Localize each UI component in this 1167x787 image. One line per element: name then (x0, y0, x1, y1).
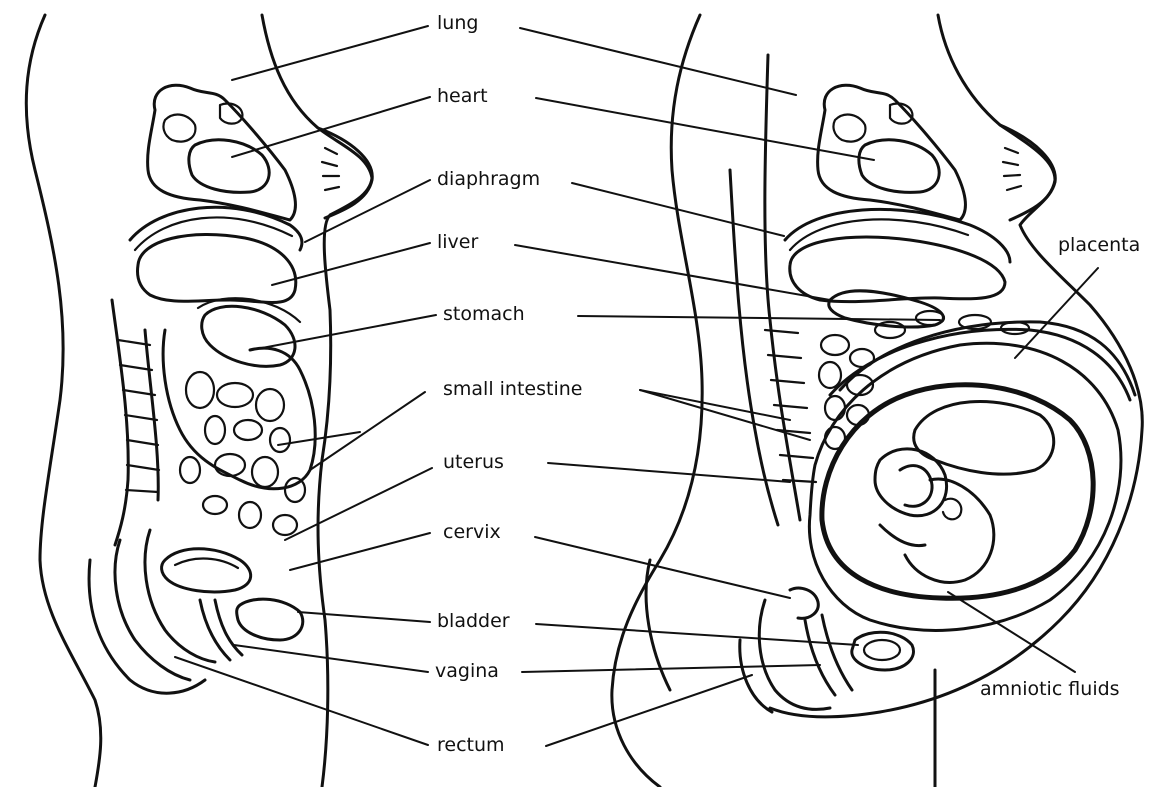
fetus (875, 401, 1054, 582)
amniotic-sac (822, 385, 1093, 598)
left-stomach (202, 306, 295, 366)
label-rectum: rectum (437, 736, 505, 755)
label-vagina: vagina (435, 662, 499, 681)
left-spine (112, 300, 159, 545)
right-front-outline (770, 15, 1142, 717)
label-heart: heart (437, 87, 488, 106)
right-breast (1000, 125, 1055, 220)
label-stomach: stomach (443, 305, 525, 324)
left-liver (138, 234, 296, 302)
right-cervix (790, 588, 818, 618)
label-placenta: placenta (1058, 236, 1140, 255)
label-bladder: bladder (437, 612, 510, 631)
right-diaphragm (785, 209, 1010, 262)
right-placenta (830, 329, 1130, 400)
right-heart-shape (859, 140, 939, 193)
left-bladder (237, 599, 303, 640)
right-bladder (852, 632, 914, 670)
label-cervix: cervix (443, 523, 501, 542)
left-back-outline (26, 15, 100, 787)
right-liver (790, 237, 1005, 302)
left-heart-shape (189, 140, 269, 193)
right-vagina-canal (805, 615, 852, 695)
right-rectum (759, 600, 830, 709)
label-lung: lung (437, 14, 478, 33)
left-breast (318, 128, 372, 218)
left-uterus (162, 549, 251, 592)
label-small-intestine: small intestine (443, 380, 582, 399)
right-back-outline (612, 15, 702, 787)
label-liver: liver (437, 233, 478, 252)
label-diaphragm: diaphragm (437, 170, 540, 189)
label-amniotic-fluids: amniotic fluids (980, 680, 1120, 699)
label-uterus: uterus (443, 453, 504, 472)
